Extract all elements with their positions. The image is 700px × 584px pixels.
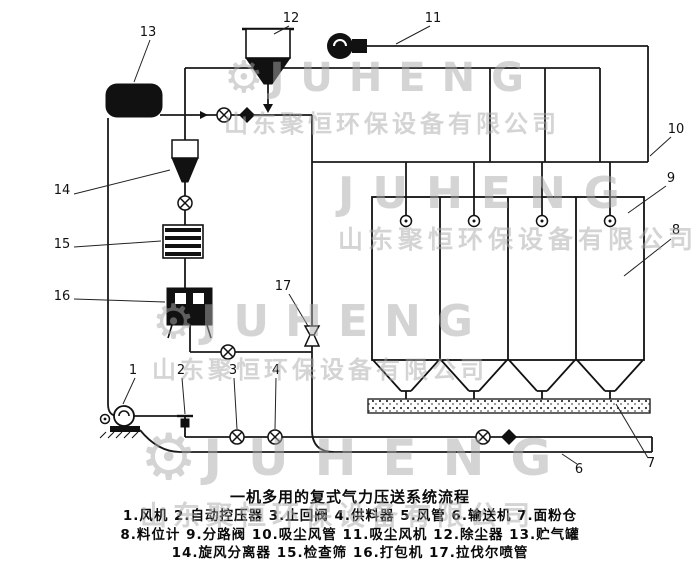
caption-block: 一机多用的复式气力压送系统流程 1.风机 2.自动控压器 3.止回阀 4.供料器… (0, 486, 700, 563)
callout-16: 16 (54, 289, 71, 304)
blower (99, 405, 140, 439)
callout-7: 7 (647, 456, 655, 471)
check-screen (162, 224, 204, 259)
callout-9: 9 (667, 171, 675, 186)
valves (177, 107, 491, 445)
callout-2: 2 (177, 363, 185, 378)
dust-collector (242, 27, 294, 113)
pipe-silo-drops (405, 162, 611, 215)
callout-11: 11 (425, 11, 442, 26)
callout-3: 3 (229, 363, 237, 378)
pneumatic-conveying-diagram: 13 12 11 10 9 8 14 15 16 17 1 2 3 4 6 7 (54, 11, 685, 477)
callout-10: 10 (668, 122, 685, 137)
legend-line-3: 14.旋风分离器 15.检查筛 16.打包机 17.拉伐尔喷管 (171, 545, 529, 561)
check-valve-icon (229, 429, 245, 445)
pipe-top-a (366, 45, 649, 162)
callout-8: 8 (672, 223, 680, 238)
legend-line-2: 8.料位计 9.分路阀 10.吸尘风管 11.吸尘风机 12.除尘器 13.贮气… (120, 526, 580, 543)
diamond-fitting-top-icon (239, 107, 255, 123)
feeder-valve-icon (267, 429, 283, 445)
flow-arrow-down-icon (263, 104, 273, 113)
callout-15: 15 (54, 237, 71, 252)
pipe-bottom-lower (139, 429, 652, 453)
callout-12: 12 (283, 11, 300, 26)
valve-bottom-right-icon (475, 429, 491, 445)
diagram-title: 一机多用的复式气力压送系统流程 (229, 488, 470, 506)
callout-6: 6 (575, 462, 583, 477)
conveyor-band (367, 398, 651, 414)
flow-arrow-right-icon (200, 111, 208, 119)
laval-nozzle (303, 325, 321, 347)
packing-machine (166, 287, 213, 339)
pipe-bottom-upper (185, 436, 653, 452)
valve-cyclone14-icon (177, 195, 193, 211)
callout-4: 4 (272, 363, 280, 378)
valve-tank-line-icon (216, 107, 232, 123)
valve-packer-line-icon (220, 344, 236, 360)
dust-suction-fan (327, 33, 367, 59)
callout-13: 13 (140, 25, 157, 40)
silo-top-diverters (399, 214, 617, 228)
air-storage-tank (105, 83, 163, 118)
callout-1: 1 (129, 363, 137, 378)
cyclone-separator (171, 139, 199, 183)
callout-14: 14 (54, 183, 71, 198)
legend-line-1: 1.风机 2.自动控压器 3.止回阀 4.供料器 5.风管 6.输送机 7.面粉… (122, 508, 578, 524)
callout-numbers: 13 12 11 10 9 8 14 15 16 17 1 2 3 4 6 7 (54, 11, 685, 477)
diamond-fitting-bottom-icon (501, 429, 517, 445)
callout-leaders (73, 25, 672, 465)
pipe-top-b (184, 67, 601, 162)
callout-17: 17 (275, 279, 292, 294)
flour-silos (371, 196, 645, 399)
auto-pressure-controller (177, 414, 193, 437)
pipe-packer-out (189, 325, 312, 353)
pipe-left-main (107, 118, 119, 417)
